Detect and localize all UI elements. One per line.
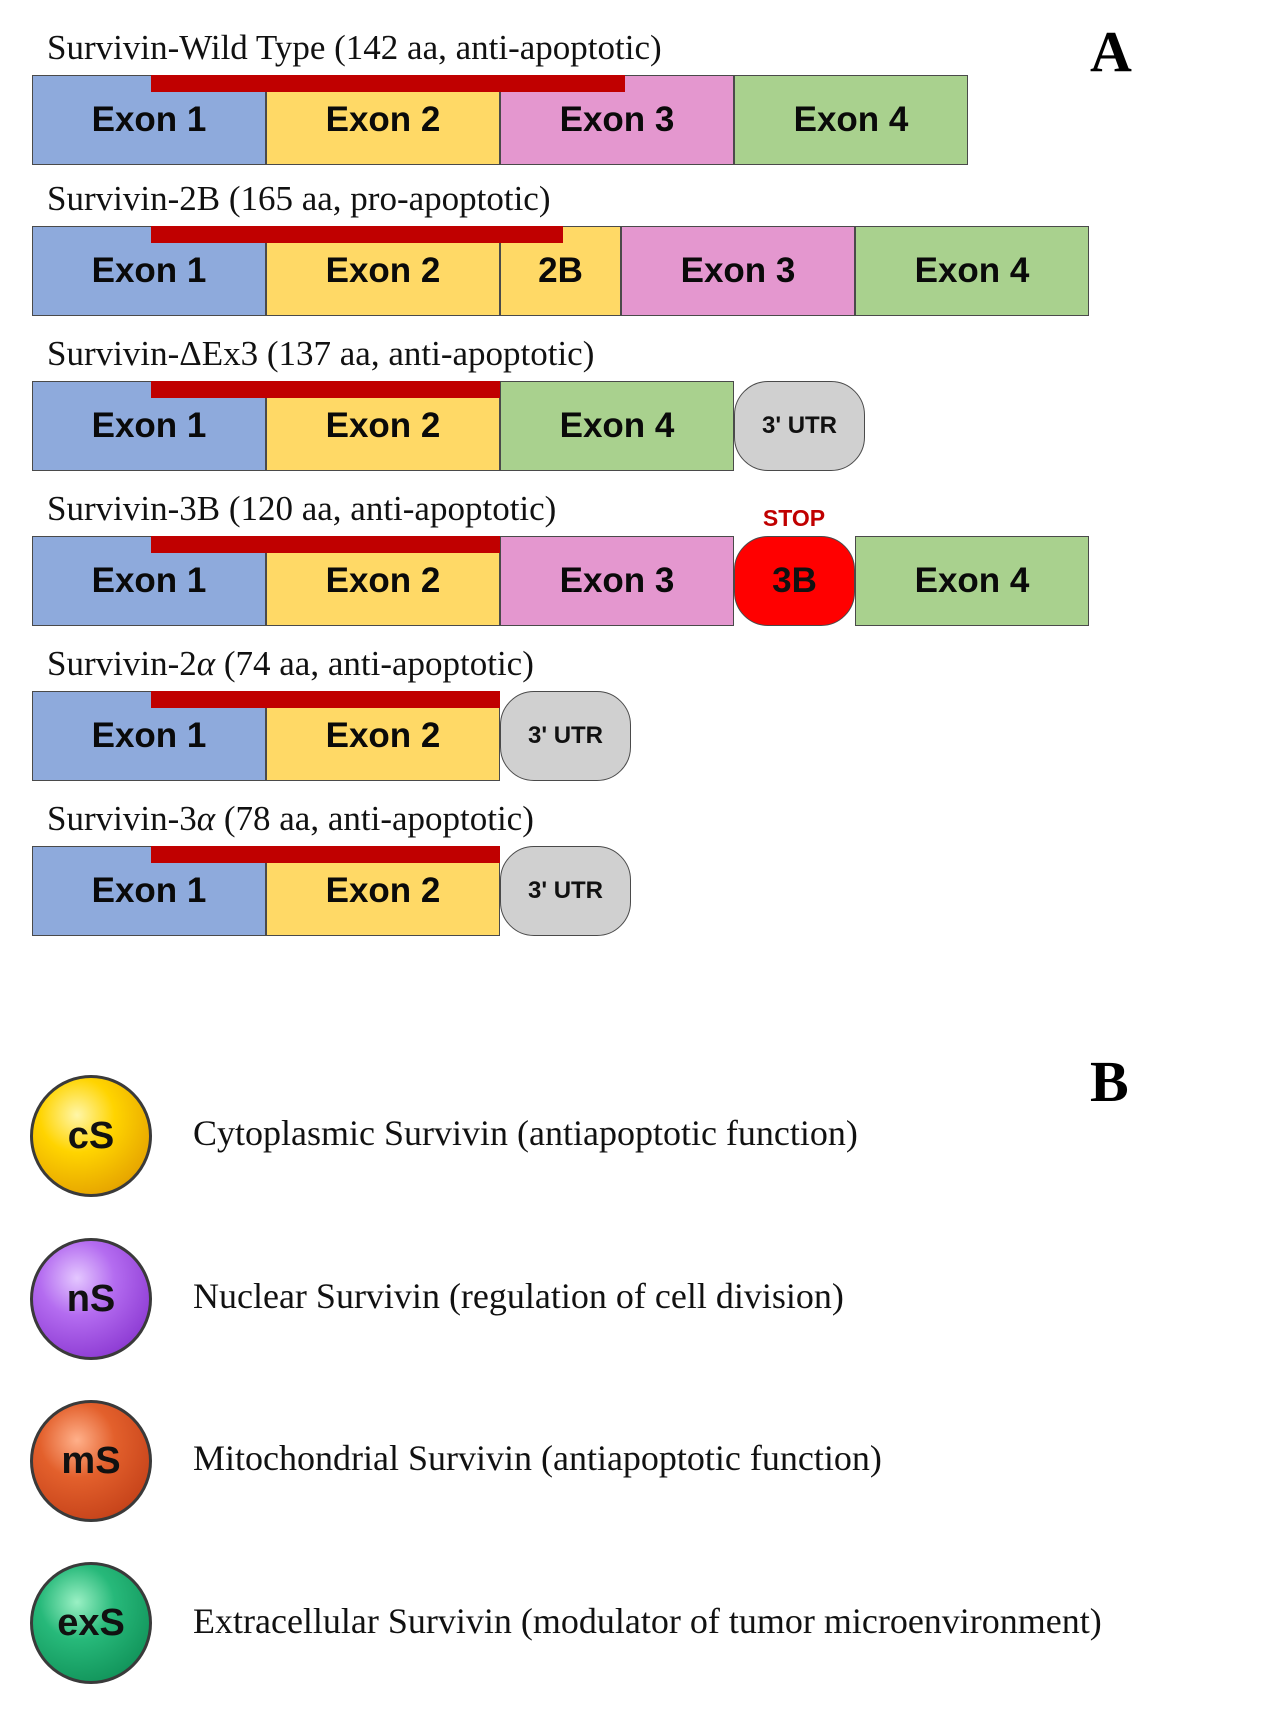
exon-4-segment: Exon 4	[500, 381, 734, 471]
panel-a-label: A	[1090, 19, 1132, 84]
bir-domain-bar	[151, 226, 563, 243]
localization-label: Mitochondrial Survivin (antiapoptotic fu…	[193, 1438, 882, 1478]
isoform-title-greek: α	[196, 644, 216, 683]
exon-4-segment: Exon 4	[855, 536, 1089, 626]
panel-b-label: B	[1090, 1049, 1129, 1114]
bir-domain-bar	[151, 536, 500, 553]
utr-segment: 3' UTR	[734, 381, 865, 471]
localization-label: Cytoplasmic Survivin (antiapoptotic func…	[193, 1113, 858, 1153]
bir-domain-bar	[151, 846, 500, 863]
exon-4-segment: Exon 4	[855, 226, 1089, 316]
isoform-title-suffix: (74 aa, anti-apoptotic)	[215, 644, 534, 683]
isoform-title: Survivin-3B (120 aa, anti-apoptotic)	[47, 489, 556, 529]
isoform-title: Survivin-Wild Type (142 aa, anti-apoptot…	[47, 28, 662, 68]
localization-label: Extracellular Survivin (modulator of tum…	[193, 1601, 1102, 1641]
exon-4-segment: Exon 4	[734, 75, 968, 165]
isoform-title-text: Survivin-2B (165 aa, pro-apoptotic)	[47, 179, 551, 218]
isoform-title-text: Survivin-Wild Type (142 aa, anti-apoptot…	[47, 28, 662, 67]
isoform-title-text: Survivin-ΔEx3 (137 aa, anti-apoptotic)	[47, 334, 595, 373]
isoform-title-greek: α	[196, 799, 216, 838]
exon-1-segment: Exon 1	[32, 691, 266, 781]
nuclear-survivin-ball-icon: nS	[30, 1238, 152, 1360]
extracellular-survivin-ball-icon: exS	[30, 1562, 152, 1684]
exon-3b-segment: 3B	[734, 536, 855, 626]
isoform-title-suffix: (78 aa, anti-apoptotic)	[215, 799, 534, 838]
isoform-title: Survivin-2α (74 aa, anti-apoptotic)	[47, 644, 534, 684]
isoform-title: Survivin-ΔEx3 (137 aa, anti-apoptotic)	[47, 334, 594, 374]
isoform-title: Survivin-2B (165 aa, pro-apoptotic)	[47, 179, 551, 219]
utr-segment: 3' UTR	[500, 691, 631, 781]
mitochondrial-survivin-ball-icon: mS	[30, 1400, 152, 1522]
isoform-title-prefix: Survivin-3	[47, 799, 197, 838]
isoform-title: Survivin-3α (78 aa, anti-apoptotic)	[47, 799, 534, 839]
localization-label: Nuclear Survivin (regulation of cell div…	[193, 1276, 844, 1316]
utr-segment: 3' UTR	[500, 846, 631, 936]
stop-codon-label: STOP	[762, 505, 826, 531]
exon-3-segment: Exon 3	[621, 226, 855, 316]
cytoplasmic-survivin-ball-icon: cS	[30, 1075, 152, 1197]
bir-domain-bar	[151, 691, 500, 708]
bir-domain-bar	[151, 381, 500, 398]
bir-domain-bar	[151, 75, 625, 92]
isoform-title-text: Survivin-3B (120 aa, anti-apoptotic)	[47, 489, 557, 528]
exon-3-segment: Exon 3	[500, 536, 734, 626]
isoform-title-prefix: Survivin-2	[47, 644, 197, 683]
